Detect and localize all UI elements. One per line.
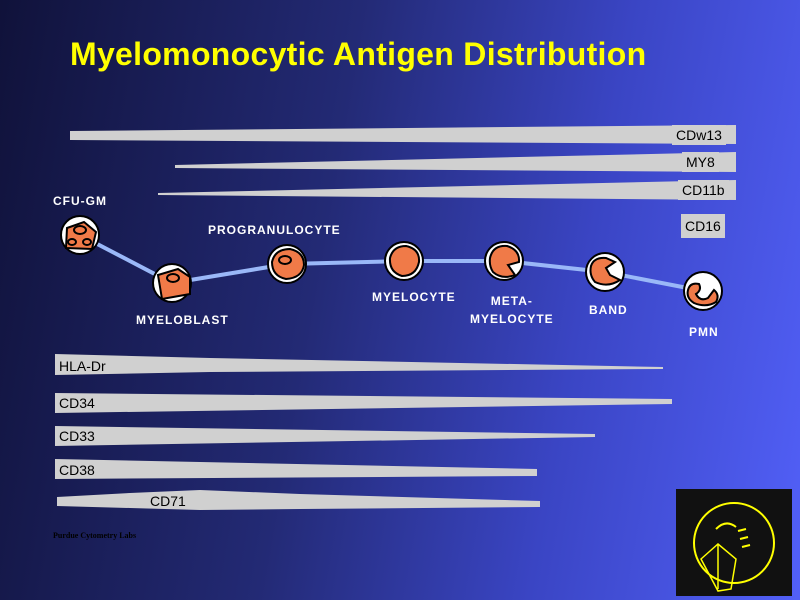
pmn-cell-icon	[683, 271, 723, 311]
cd38-label: CD38	[59, 462, 95, 478]
stage-cfu-gm: CFU-GM	[53, 194, 107, 208]
cdw13-bar	[70, 125, 736, 144]
cd34-label: CD34	[59, 395, 95, 411]
cd71-bar	[57, 490, 540, 510]
purdue-seal-icon	[693, 502, 775, 592]
cell-icons	[60, 215, 723, 311]
purdue-logo	[676, 489, 792, 596]
stage-meta-line1: META-	[490, 294, 533, 308]
stage-metamyelocyte: META- MYELOCYTE	[470, 292, 554, 328]
stage-band: BAND	[589, 303, 628, 317]
cd38-bar	[55, 459, 537, 479]
hla-dr-bar	[55, 354, 663, 375]
myelocyte-cell-icon	[384, 241, 424, 281]
stage-progranulocyte: PROGRANULOCYTE	[208, 223, 341, 237]
cd33-bar	[55, 426, 595, 446]
cdw13-label: CDw13	[672, 125, 726, 145]
credit-text: Purdue Cytometry Labs	[53, 531, 137, 540]
progranulocyte-cell-icon	[267, 244, 307, 284]
cd71-label: CD71	[150, 493, 186, 509]
cd16-label: CD16	[681, 214, 725, 238]
stage-meta-line2: MYELOCYTE	[470, 312, 554, 326]
cd11b-label: CD11b	[678, 180, 729, 200]
metamyelocyte-cell-icon	[484, 241, 524, 281]
myeloblast-cell-icon	[152, 263, 192, 303]
my8-label: MY8	[682, 152, 719, 172]
band-cell-icon	[585, 252, 625, 292]
cfu-gm-cell-icon	[60, 215, 100, 255]
slide-title: Myelomonocytic Antigen Distribution	[70, 36, 647, 72]
hla-dr-label: HLA-Dr	[59, 358, 106, 374]
my8-bar	[175, 152, 736, 172]
cd11b-bar	[158, 180, 736, 200]
stage-myelocyte: MYELOCYTE	[372, 290, 456, 304]
stage-pmn: PMN	[689, 325, 719, 339]
cd34-bar	[55, 393, 672, 413]
stage-myeloblast: MYELOBLAST	[136, 313, 229, 327]
cd33-label: CD33	[59, 428, 95, 444]
